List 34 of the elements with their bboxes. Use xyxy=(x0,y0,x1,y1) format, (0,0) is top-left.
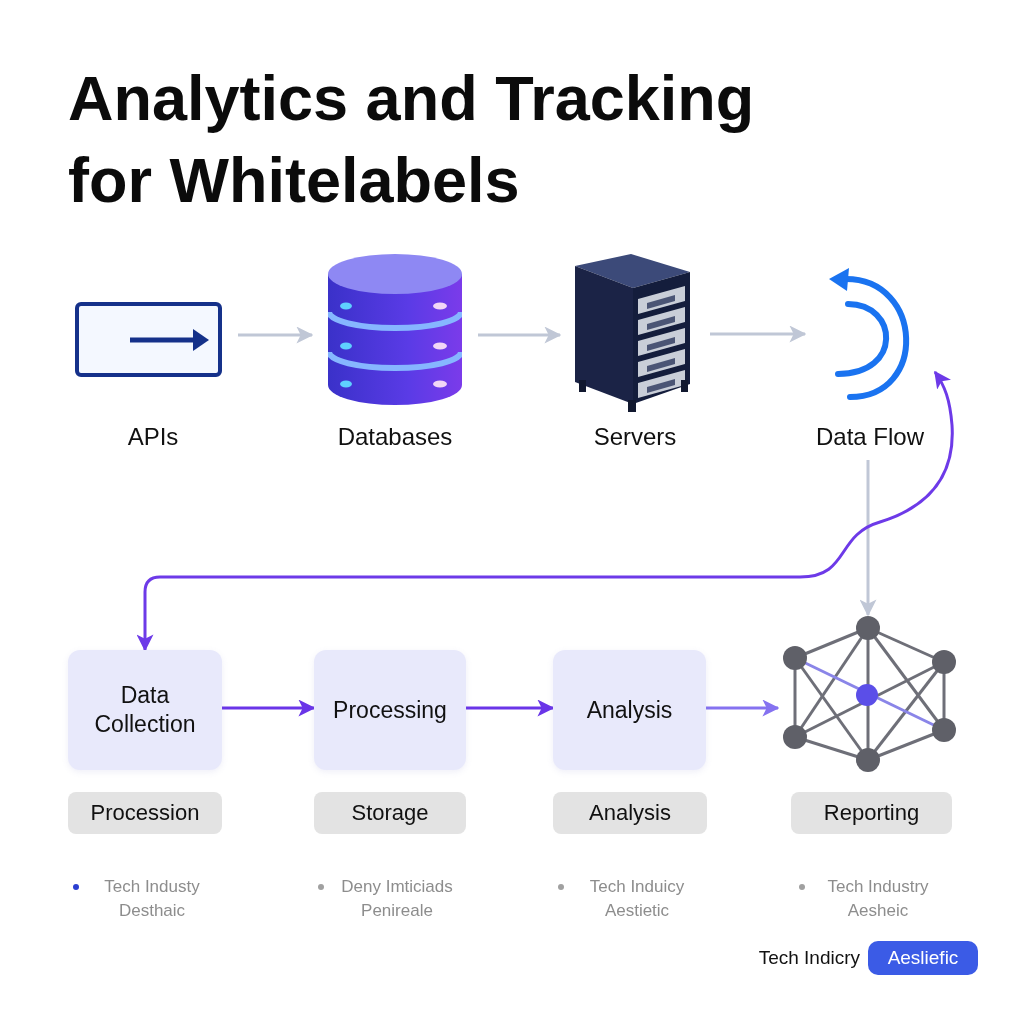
arrow xyxy=(710,325,807,343)
tag-pill xyxy=(868,941,978,975)
stage-pill xyxy=(553,792,707,834)
title: Analytics and Tracking for Whitelabels xyxy=(68,62,756,217)
node-label: Databases xyxy=(337,422,453,452)
bullet-note: Tech Industry Aesheic xyxy=(826,876,930,922)
node-label: Data Flow xyxy=(815,422,924,452)
process-box xyxy=(68,650,222,770)
stage-label: Storage xyxy=(351,799,429,827)
node-label: Servers xyxy=(593,422,677,452)
arrow xyxy=(466,699,555,717)
stage-label: Procession xyxy=(90,799,200,827)
stage-label: Analysis xyxy=(589,799,671,827)
bullet-note: Tech Induicy Aestietic xyxy=(588,876,686,922)
stage-pill xyxy=(68,792,222,834)
arrow xyxy=(478,326,562,344)
bullet-note: Deny Imticiads Penireale xyxy=(340,876,454,922)
stage-pill xyxy=(791,792,952,834)
tag-label: Aesliefic xyxy=(887,946,959,970)
arrow xyxy=(222,699,316,717)
process-label: Data Collection xyxy=(93,681,197,739)
process-label: Processing xyxy=(333,695,447,725)
process-box xyxy=(553,650,706,770)
node-label: APIs xyxy=(127,422,179,452)
arrow xyxy=(238,326,314,344)
bullet-note: Tech Industy Desthaic xyxy=(103,876,201,922)
process-box xyxy=(314,650,466,770)
arrow xyxy=(136,370,954,652)
arrow xyxy=(859,460,877,617)
process-label: Analysis xyxy=(586,695,673,725)
stage-pill xyxy=(314,792,466,834)
stage-label: Reporting xyxy=(823,799,920,827)
tag-caption: Tech Indicry xyxy=(758,946,860,970)
arrow xyxy=(706,699,780,717)
